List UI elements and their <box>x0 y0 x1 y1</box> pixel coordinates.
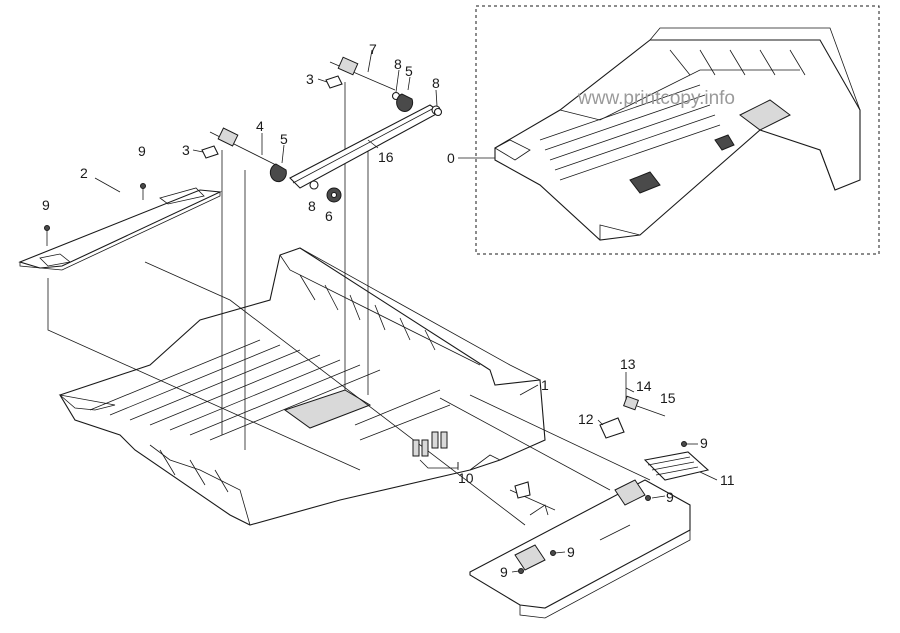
callout-3-upper: 3 <box>306 71 314 87</box>
callout-0: 0 <box>447 150 455 166</box>
callout-1: 1 <box>541 377 549 393</box>
part-11-holder <box>643 451 710 481</box>
watermark-text: www.printcopy.info <box>577 88 735 109</box>
callout-9-top: 9 <box>138 143 146 159</box>
screws <box>44 183 687 574</box>
callout-5-upper: 5 <box>405 63 413 79</box>
callout-6: 6 <box>325 208 333 224</box>
part-14-roller <box>623 395 639 411</box>
callout-3-lower: 3 <box>182 142 190 158</box>
assembly-guide-lines <box>47 82 651 526</box>
callout-labels: 0 1 2 3 3 4 5 5 6 7 8 8 8 9 9 9 9 9 9 10… <box>42 41 735 580</box>
lower-bracket-plate <box>469 479 691 619</box>
part-3-clip-upper <box>325 75 343 89</box>
part-6-gear <box>326 187 342 203</box>
part-2-cover <box>18 187 223 271</box>
callout-2: 2 <box>80 165 88 181</box>
part-12-guide <box>599 417 625 439</box>
callout-9-bottom-mid: 9 <box>567 544 575 560</box>
callout-leaders <box>94 49 718 573</box>
callout-13: 13 <box>620 356 636 372</box>
callout-15: 15 <box>660 390 676 406</box>
callout-8-upper-right: 8 <box>432 75 440 91</box>
callout-9-right-mid: 9 <box>666 489 674 505</box>
callout-8-upper-left: 8 <box>394 56 402 72</box>
assembly-inset <box>475 5 880 255</box>
part-4-roller <box>209 127 287 183</box>
part-16-shaft <box>289 104 442 189</box>
callout-9-right-upper: 9 <box>700 435 708 451</box>
callout-11: 11 <box>720 472 735 488</box>
callout-9-left: 9 <box>42 197 50 213</box>
callout-9-bottom-left: 9 <box>500 564 508 580</box>
callout-14: 14 <box>636 378 652 394</box>
part-15-shaft <box>636 405 666 417</box>
callout-8-lower: 8 <box>308 198 316 214</box>
part-7-roller <box>329 56 414 112</box>
callout-10: 10 <box>458 470 474 486</box>
callout-7: 7 <box>369 41 377 57</box>
callout-16: 16 <box>378 149 394 165</box>
callout-5-lower: 5 <box>280 131 288 147</box>
callout-4: 4 <box>256 118 264 134</box>
callout-12: 12 <box>578 411 594 427</box>
part-8-washers <box>309 91 443 190</box>
part-3-clip-lower <box>201 145 219 159</box>
